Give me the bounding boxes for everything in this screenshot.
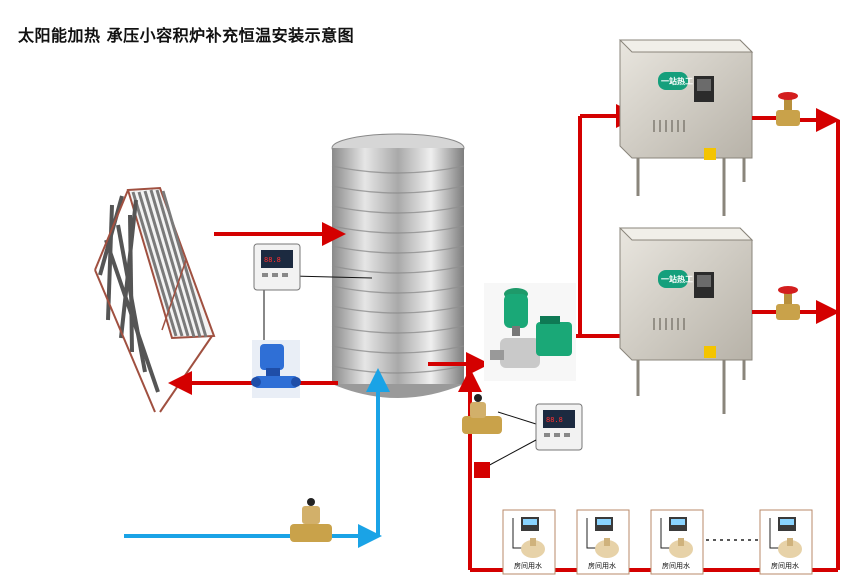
solar-controller: 88.8: [253, 243, 301, 291]
storage-tank: [331, 133, 465, 398]
diagram-title: 太阳能加热 承压小容积炉补充恒温安装示意图: [18, 26, 355, 45]
heater-1-brand: 一站热工: [661, 76, 693, 86]
temperature-sensor: [474, 462, 490, 478]
tap-point-2-label: 房间用水: [588, 561, 616, 570]
electric-heater-1: 一站热工: [618, 39, 754, 216]
solar-collector: [94, 186, 216, 413]
tap-point-1-label: 房间用水: [514, 561, 542, 570]
booster-loop: [428, 104, 644, 381]
return-solenoid-valve: [462, 394, 537, 434]
svg-text:88.8: 88.8: [546, 416, 563, 424]
cold-water-inlet: [124, 368, 390, 548]
collector-loop-pipes: [168, 222, 373, 395]
tap-point-2: 房间用水: [576, 509, 630, 575]
gate-valve-2: [776, 286, 800, 320]
booster-pump-with-pressure-tank: [484, 283, 576, 381]
sensor-wire-to-tank: [291, 275, 373, 279]
tap-point-4-label: 房间用水: [771, 561, 799, 570]
tap-point-3-label: 房间用水: [662, 561, 690, 570]
tap-point-3: 房间用水: [650, 509, 704, 575]
return-controller: 88.8: [483, 403, 583, 469]
tap-point-4: 房间用水: [759, 509, 813, 575]
electric-heater-2: 一站热工: [618, 227, 754, 414]
tap-point-1: 房间用水: [502, 509, 556, 575]
gate-valve-1: [776, 92, 800, 126]
heater-2-brand: 一站热工: [661, 274, 693, 284]
cold-solenoid-valve: [290, 498, 332, 542]
svg-text:88.8: 88.8: [264, 256, 281, 264]
circulation-pump: [251, 340, 301, 398]
